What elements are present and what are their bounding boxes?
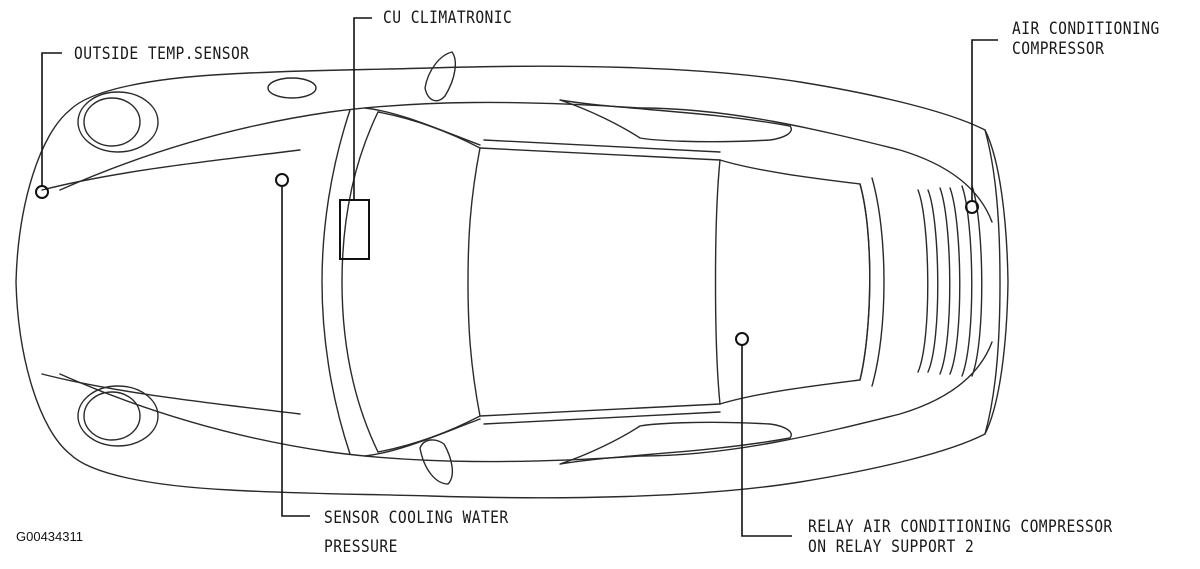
- cu-climatronic-label: CU CLIMATRONIC: [383, 8, 513, 28]
- right-headlight: [77, 385, 159, 447]
- relay-label-line1: RELAY AIR CONDITIONING COMPRESSOR: [808, 517, 1113, 537]
- engine-grille: [917, 189, 929, 373]
- ac-compressor-label-line1: AIR CONDITIONING: [1012, 19, 1160, 39]
- sensor-cooling-water-marker: [275, 173, 289, 187]
- sensor-cooling-label-line1: SENSOR COOLING WATER: [324, 508, 509, 528]
- windshield-glass: [341, 111, 379, 453]
- outside-temp-sensor-marker: [35, 185, 49, 199]
- car-body-outline: [15, 65, 1009, 499]
- relay-leader: [741, 345, 792, 537]
- outside-temp-sensor-label: OUTSIDE TEMP.SENSOR: [74, 44, 250, 64]
- sensor-cooling-leader: [281, 186, 310, 517]
- cu-climatronic-leader: [353, 17, 372, 200]
- ac-compressor-label-line2: COMPRESSOR: [1012, 39, 1105, 59]
- ac-compressor-leader: [971, 39, 998, 201]
- right-mirror: [419, 439, 454, 485]
- relay-ac-compressor-marker: [735, 332, 749, 346]
- sensor-cooling-label-line2: PRESSURE: [324, 537, 398, 557]
- rear-window: [714, 159, 871, 405]
- left-mirror: [424, 51, 457, 102]
- left-headlight: [77, 91, 159, 153]
- figure-id: G00434311: [16, 529, 83, 544]
- roof-panel: [479, 147, 721, 417]
- relay-label-line2: ON RELAY SUPPORT 2: [808, 537, 975, 557]
- windshield-frame: [321, 109, 351, 455]
- outside-temp-leader: [41, 52, 62, 186]
